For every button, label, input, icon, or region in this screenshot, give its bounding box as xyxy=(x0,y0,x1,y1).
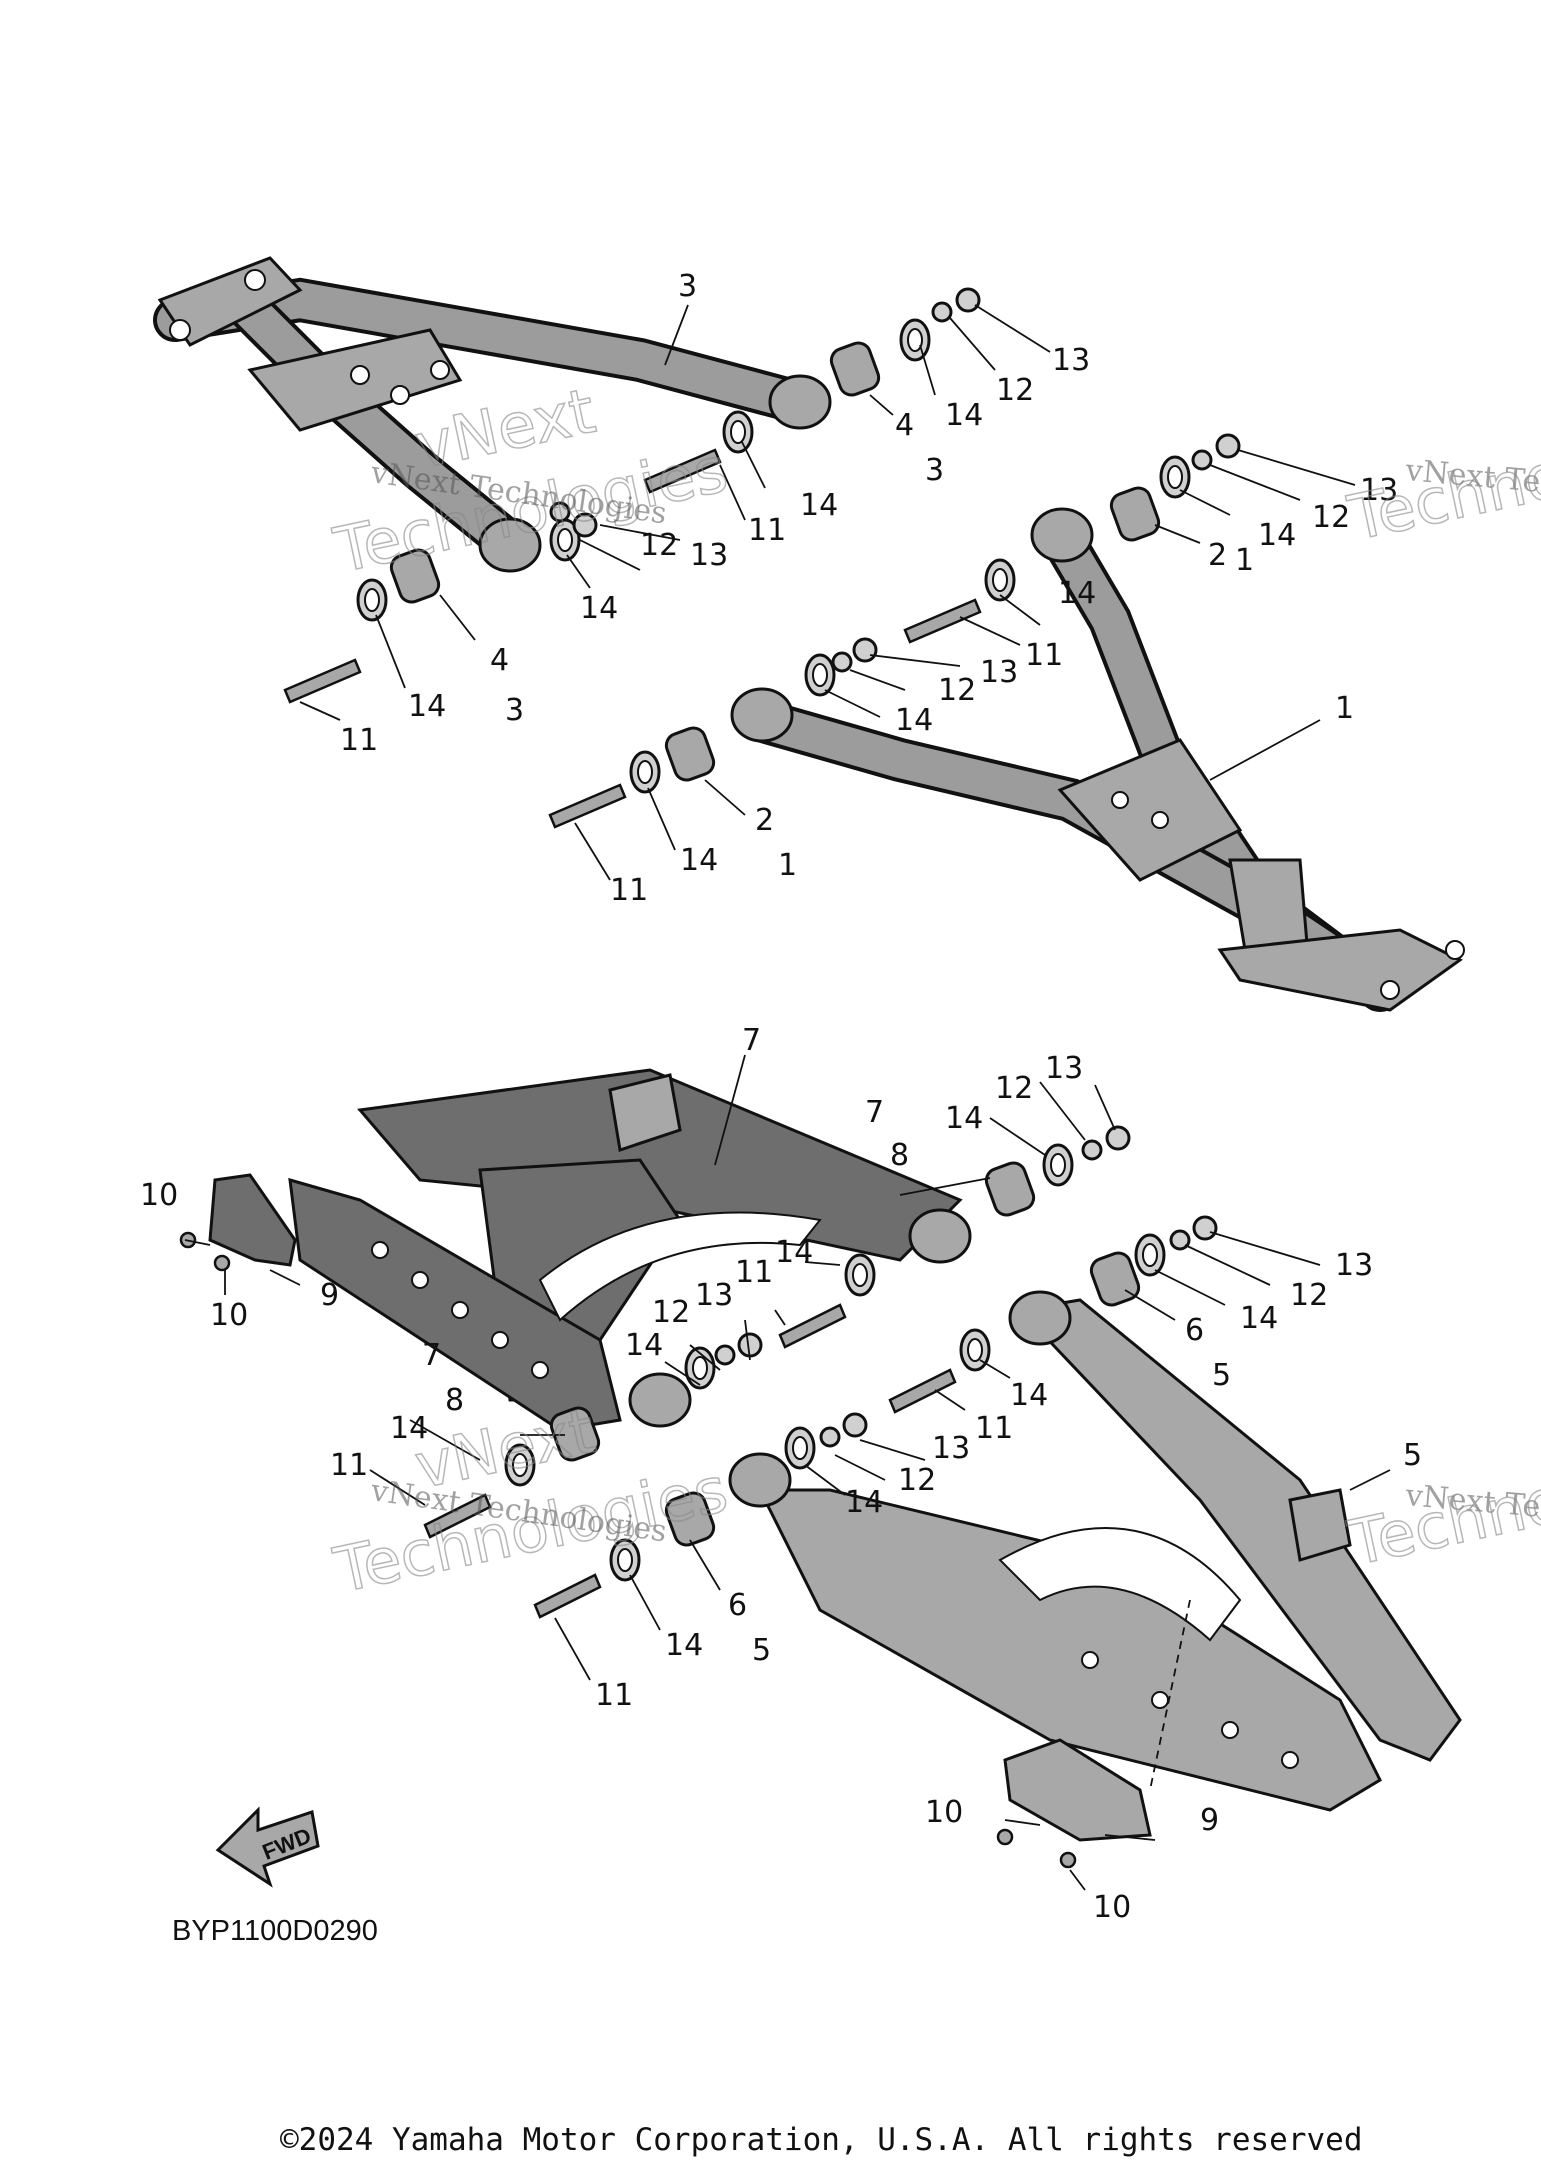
lower-a-arm-rear xyxy=(730,507,1465,1012)
diagram-code: BYP1100D0290 xyxy=(172,1915,378,1947)
fwd-arrow-icon: FWD xyxy=(215,1806,320,1888)
callout: 14 xyxy=(1010,1378,1048,1413)
callout: 12 xyxy=(1290,1278,1328,1313)
hardware-bushings xyxy=(389,341,1161,1547)
callout: 14 xyxy=(625,1328,663,1363)
callout: 11 xyxy=(595,1678,633,1713)
callout: 9 xyxy=(1200,1803,1219,1838)
callout: 14 xyxy=(800,488,838,523)
callout: 14 xyxy=(1240,1301,1278,1336)
lower-arm-plate xyxy=(728,1290,1462,1812)
callout: 13 xyxy=(690,538,728,573)
callout: 8 xyxy=(445,1383,464,1418)
callout: 9 xyxy=(320,1278,339,1313)
callout: 14 xyxy=(665,1628,703,1663)
callout: 4 xyxy=(490,643,509,678)
callout: 11 xyxy=(340,723,378,758)
callout: 6 xyxy=(728,1588,747,1623)
callout: 14 xyxy=(945,398,983,433)
callout: 10 xyxy=(1093,1890,1131,1925)
callout: 8 xyxy=(890,1138,909,1173)
callout: 7 xyxy=(742,1023,761,1058)
callout: 10 xyxy=(210,1298,248,1333)
callout: 2 xyxy=(1208,538,1227,573)
callout: 14 xyxy=(775,1235,813,1270)
callout-labels: 3 13 12 14 4 3 14 11 13 12 14 4 3 14 11 … xyxy=(140,269,1422,1925)
callout: 3 xyxy=(925,453,944,488)
callout: 12 xyxy=(1312,500,1350,535)
callout: 12 xyxy=(640,528,678,563)
callout: 14 xyxy=(945,1101,983,1136)
callout: 14 xyxy=(845,1485,883,1520)
hardware-washers xyxy=(356,318,1191,1582)
callout: 3 xyxy=(678,269,697,304)
callout: 7 xyxy=(865,1095,884,1130)
callout: 10 xyxy=(925,1795,963,1830)
callout: 2 xyxy=(755,803,774,838)
callout: 7 xyxy=(422,1338,441,1373)
guard-plate-right xyxy=(1003,1738,1152,1842)
callout: 12 xyxy=(938,673,976,708)
callout: 11 xyxy=(610,873,648,908)
hardware-nuts xyxy=(549,287,1241,1448)
upper-arm-plate xyxy=(288,1068,972,1432)
callout: 13 xyxy=(695,1278,733,1313)
callout: 12 xyxy=(652,1295,690,1330)
callout: 11 xyxy=(735,1255,773,1290)
callout: 1 xyxy=(1335,691,1354,726)
callout: 13 xyxy=(932,1431,970,1466)
callout: 13 xyxy=(1360,473,1398,508)
callout: 14 xyxy=(895,703,933,738)
watermark-word: Technologies xyxy=(1342,1425,1541,1579)
callout: 12 xyxy=(898,1463,936,1498)
callout: 13 xyxy=(1045,1051,1083,1086)
callout: 11 xyxy=(330,1448,368,1483)
callout: 5 xyxy=(1212,1358,1231,1393)
copyright-notice: ©2024 Yamaha Motor Corporation, U.S.A. A… xyxy=(280,2122,1363,2158)
callout: 14 xyxy=(390,1411,428,1446)
callout: 14 xyxy=(680,843,718,878)
callout: 13 xyxy=(980,655,1018,690)
callout: 11 xyxy=(975,1411,1013,1446)
callout: 13 xyxy=(1052,343,1090,378)
upper-a-arm-rear xyxy=(153,256,832,573)
callout: 1 xyxy=(778,848,797,883)
leader-lines xyxy=(184,304,1391,1891)
callout: 6 xyxy=(1185,1313,1204,1348)
callout: 14 xyxy=(580,591,618,626)
hardware-bolts xyxy=(179,448,1077,1869)
callout: 5 xyxy=(1403,1438,1422,1473)
callout: 14 xyxy=(1258,518,1296,553)
callout: 4 xyxy=(895,408,914,443)
callout: 5 xyxy=(752,1633,771,1668)
callout: 13 xyxy=(1335,1248,1373,1283)
callout: 3 xyxy=(505,693,524,728)
watermark-word: Technologies xyxy=(1342,400,1541,554)
callout: 11 xyxy=(748,513,786,548)
callout: 10 xyxy=(140,1178,178,1213)
callout: 12 xyxy=(995,1071,1033,1106)
callout: 14 xyxy=(1058,576,1096,611)
callout: 14 xyxy=(408,689,446,724)
callout: 12 xyxy=(996,373,1034,408)
callout: 1 xyxy=(1235,543,1254,578)
guard-plate-left xyxy=(208,1173,297,1267)
callout: 11 xyxy=(1025,638,1063,673)
